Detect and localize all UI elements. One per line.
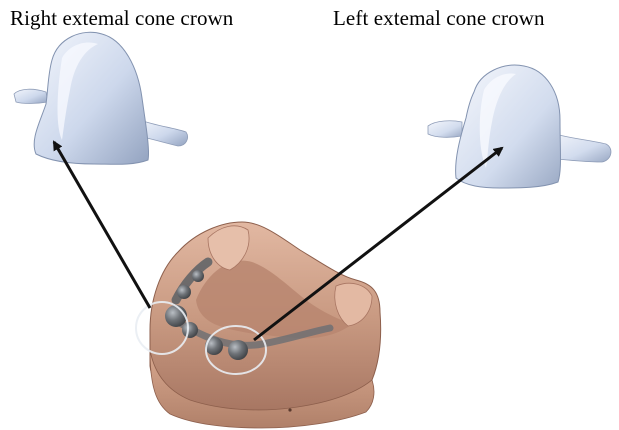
arrow-to-right-crown [54, 142, 150, 308]
left-cone-crown [428, 65, 611, 188]
left-abutment [228, 340, 248, 360]
denture-model [136, 222, 381, 428]
right-cone-crown [14, 32, 188, 164]
right-abutment [165, 305, 187, 327]
